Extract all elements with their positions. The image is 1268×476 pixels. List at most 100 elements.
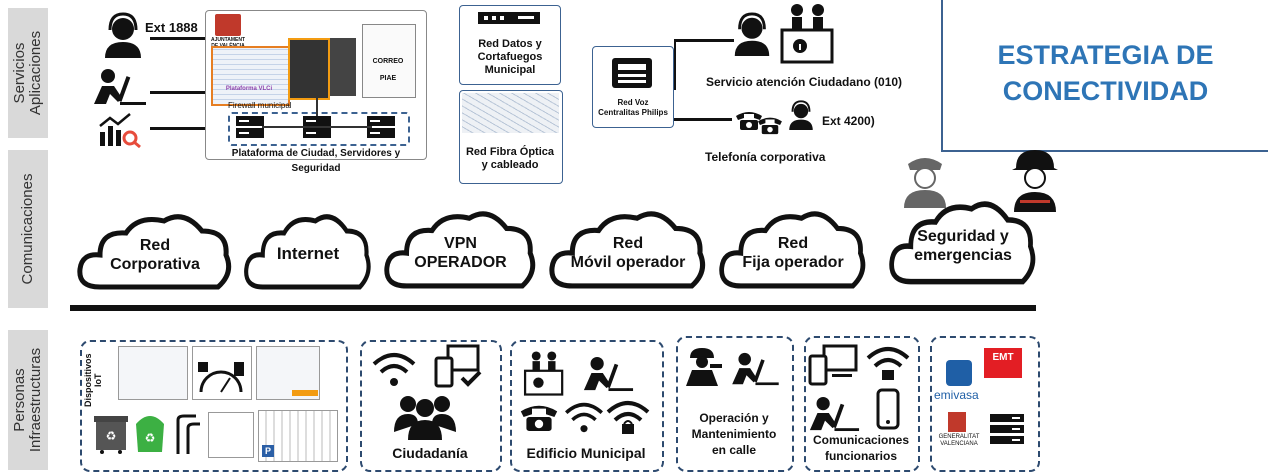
iot-group xyxy=(80,340,348,472)
layer-people-line2: Infraestructuras xyxy=(27,347,44,453)
wifi-2-icon xyxy=(565,402,603,433)
network-switch-icon xyxy=(478,12,540,24)
gauge-icon xyxy=(198,362,244,393)
server-icon-2 xyxy=(303,116,331,138)
edificio-label: Edificio Municipal xyxy=(526,445,646,461)
link-line-2 xyxy=(150,91,205,94)
edificio-group xyxy=(510,340,664,472)
link-line-3 xyxy=(150,127,205,130)
wifi-lock-icon xyxy=(606,401,650,434)
server-stack-icon xyxy=(990,414,1024,444)
red-datos-line3: Municipal xyxy=(484,64,536,76)
title-line-1: ESTRATEGIA DE xyxy=(997,40,1214,70)
ext-4200-label: Ext 4200) xyxy=(822,114,875,128)
server-row-line xyxy=(262,126,372,128)
pbx-phone-icon xyxy=(612,58,652,88)
street-lamp-icon xyxy=(176,414,200,454)
svg-text:♻: ♻ xyxy=(145,431,156,445)
operacion-line1: Operación y xyxy=(699,411,769,425)
headset-agent-icon xyxy=(105,12,141,58)
backbone-line xyxy=(70,305,1036,311)
svg-text:♻: ♻ xyxy=(106,429,117,443)
red-fibra-label: Red Fibra Óptica y cableado xyxy=(459,146,561,172)
ext-1888-label: Ext 1888 xyxy=(145,20,198,35)
police-officer-icon xyxy=(904,158,946,208)
piae-label: PIAE xyxy=(379,75,397,82)
field-worker-icon xyxy=(686,348,722,386)
trash-bin-icon: ♻ xyxy=(94,416,128,454)
plataforma-ciudad-label: Plataforma de Ciudad, Servidores y Segur… xyxy=(231,148,401,174)
headset-agent-3-icon xyxy=(789,100,813,130)
funcionarios-group xyxy=(804,336,920,472)
cloud-3-line1: VPN xyxy=(444,235,477,253)
voice-line-bottom xyxy=(674,118,732,121)
cloud-2-line1: Internet xyxy=(276,244,340,264)
desk-user-2-icon xyxy=(583,356,634,392)
reception-desk-2-icon xyxy=(523,351,564,396)
ciudadania-label: Ciudadanía xyxy=(392,445,468,461)
server-rack-2 xyxy=(330,38,356,96)
layer-communications-label: Comunicaciones xyxy=(19,173,36,285)
operacion-line3: en calle xyxy=(711,443,757,457)
server-icon-1 xyxy=(236,116,264,138)
vlci-panel xyxy=(211,46,290,106)
iot-panel-4 xyxy=(208,412,254,458)
red-voz-line2: Centralitas Philips xyxy=(598,108,668,117)
funcionarios-line2: funcionarios xyxy=(824,449,897,463)
red-voz-label: Red Voz Centralitas Philips xyxy=(592,98,674,118)
parking-sign-icon: P xyxy=(262,445,274,457)
partners-group xyxy=(930,336,1040,472)
emt-label: EMT xyxy=(992,352,1014,363)
iot-panel-3-tag xyxy=(292,390,318,396)
ciudadania-group xyxy=(360,340,502,472)
operacion-label: Operación y Mantenimiento en calle xyxy=(676,410,792,458)
cloud-4-line2: Móvil operador xyxy=(570,254,686,272)
analytics-search-icon xyxy=(99,113,141,148)
headset-agent-2-icon xyxy=(734,12,770,56)
red-fibra-line2: y cableado xyxy=(481,159,539,171)
server-panel xyxy=(362,24,416,98)
server-vertical-link xyxy=(316,96,318,116)
cloud-internet: Internet xyxy=(243,213,373,291)
firewall-label: Firewall municipal xyxy=(228,101,292,110)
cloud-1-line1: Red xyxy=(139,237,171,255)
iot-panel-1 xyxy=(118,346,188,400)
funcionarios-line1: Comunicaciones xyxy=(812,433,910,447)
cloud-5-line2: Fija operador xyxy=(742,254,844,272)
operacion-group xyxy=(676,336,794,472)
layer-communications: Comunicaciones xyxy=(8,150,48,308)
vlci-label: Plataforma VLCi xyxy=(225,86,273,92)
title-line-2: CONECTIVIDAD xyxy=(1002,76,1209,106)
layer-people-line1: Personas xyxy=(11,368,28,432)
desk-user-3-icon xyxy=(732,352,779,386)
voice-line-top-v xyxy=(674,40,676,90)
cloud-1-line2: Corporativa xyxy=(110,256,200,274)
ayuntamiento-logo xyxy=(215,14,241,36)
emivasa-logo xyxy=(946,360,972,386)
servicio-atencion-label: Servicio atención Ciudadano (010) xyxy=(706,75,903,89)
wifi-icon xyxy=(372,353,416,386)
server-rack-1 xyxy=(288,38,330,100)
telephone-icon-1 xyxy=(736,112,762,130)
firefighter-icon xyxy=(1012,150,1058,212)
telephone-icon-3 xyxy=(520,405,558,431)
devices-icon xyxy=(808,344,858,386)
cloud-6-line2: emergencias xyxy=(914,247,1012,265)
telefonia-label: Telefonía corporativa xyxy=(705,150,826,164)
red-datos-line1: Red Datos y xyxy=(478,38,542,50)
red-datos-label: Red Datos y Cortafuegos Municipal xyxy=(459,38,561,77)
server-icon-3 xyxy=(367,116,395,138)
cloud-4-line1: Red xyxy=(612,235,644,253)
layer-services-line2: Aplicaciones xyxy=(27,30,44,116)
link-line-1 xyxy=(150,37,205,40)
title-box: ESTRATEGIA DE CONECTIVIDAD xyxy=(941,0,1268,152)
red-datos-box xyxy=(459,5,561,85)
red-datos-line2: Cortafuegos xyxy=(477,51,543,63)
emt-logo xyxy=(984,348,1022,378)
wifi-lock-2-icon xyxy=(866,347,910,380)
